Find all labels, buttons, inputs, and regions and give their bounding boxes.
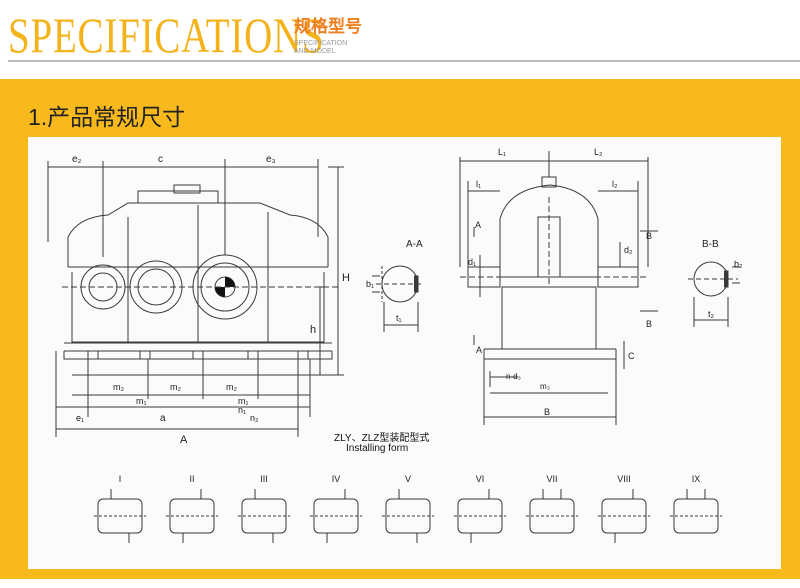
installing-form-6: VI [454, 474, 506, 543]
label-m2-c: m₂ [226, 382, 237, 392]
label-n-d3: n-d₃ [506, 372, 521, 381]
label-b2: b₂ [734, 259, 743, 269]
label-n2: n₂ [250, 413, 259, 423]
specifications-title-cn: 规格型号 [294, 17, 362, 36]
installing-form-label: IV [332, 474, 341, 484]
label-e1: e₁ [76, 413, 84, 423]
installing-form-label: VII [546, 474, 557, 484]
installing-form-7: VII [526, 474, 578, 534]
label-d1: d₁ [468, 257, 476, 267]
label-B-low: B [646, 319, 652, 329]
section-bb [688, 261, 740, 327]
installing-form-label: IX [692, 474, 701, 484]
label-t1: t₁ [396, 313, 402, 323]
label-m2-b: m₂ [170, 382, 181, 392]
installing-form-5: V [382, 474, 434, 543]
label-b1: b₁ [366, 279, 374, 289]
label-m2-a: m₂ [113, 382, 124, 392]
installing-caption-en: Installing form [346, 443, 409, 454]
section-bb-title: B-B [702, 239, 719, 250]
label-H: H [342, 272, 350, 284]
section-title: 1.产品常规尺寸 [28, 104, 186, 130]
label-e3: e₃ [266, 154, 276, 165]
label-h: h [310, 324, 316, 336]
installing-form-3: III [238, 474, 290, 543]
label-l2: l₂ [612, 179, 618, 189]
specifications-title: SPECIFICATIONS [8, 7, 325, 63]
label-A-total: A [180, 434, 188, 446]
label-B-bottom: B [544, 407, 550, 417]
installing-caption-cn: ZLY、ZLZ型装配型式 [334, 433, 430, 444]
page-header: SPECIFICATIONS 规格型号 SPECIFICATION AND MO… [0, 0, 800, 78]
installing-form-label: VIII [617, 474, 631, 484]
label-l1: l₁ [476, 179, 481, 189]
label-m1-b: m₁ [238, 396, 249, 406]
subtitle-line-1: SPECIFICATION [294, 40, 348, 47]
label-m1-a: m₁ [136, 396, 147, 406]
installing-form-label: V [405, 474, 411, 484]
side-view [459, 151, 658, 425]
label-c: c [158, 154, 163, 165]
label-L1: L₁ [498, 147, 506, 157]
drawing-canvas: e₂ c e₃ H h m₂ m₂ m₂ m₁ m₁ e₁ a n₂ n₁ A … [47, 147, 743, 543]
front-view [47, 159, 344, 437]
label-C: C [628, 351, 635, 361]
installing-form-8: VIII [598, 474, 650, 543]
installing-form-label: III [260, 474, 268, 484]
label-m3: m₃ [540, 382, 550, 391]
technical-drawing: e₂ c e₃ H h m₂ m₂ m₂ m₁ m₁ e₁ a n₂ n₁ A … [28, 137, 781, 569]
installing-form-label: VI [476, 474, 485, 484]
installing-form-1: I [94, 474, 146, 543]
installing-form-4: IV [310, 474, 362, 543]
label-t2: t₂ [708, 309, 715, 319]
installing-form-label: I [119, 474, 122, 484]
installing-form-2: II [166, 474, 218, 543]
label-B-right: B [646, 231, 652, 241]
label-e2: e₂ [72, 154, 82, 165]
installing-form-label: II [189, 474, 194, 484]
label-n1: n₁ [238, 405, 246, 415]
label-A-low: A [476, 345, 482, 355]
label-A-top: A [475, 220, 481, 230]
header-divider [8, 60, 800, 62]
section-aa-title: A-A [406, 239, 423, 250]
label-L2: L₂ [594, 147, 603, 157]
subtitle-line-2: AND MODEL [294, 48, 336, 55]
label-d2: d₂ [624, 245, 633, 255]
section-aa [372, 265, 424, 332]
label-a: a [160, 413, 166, 424]
installing-form-9: IX [670, 474, 722, 534]
